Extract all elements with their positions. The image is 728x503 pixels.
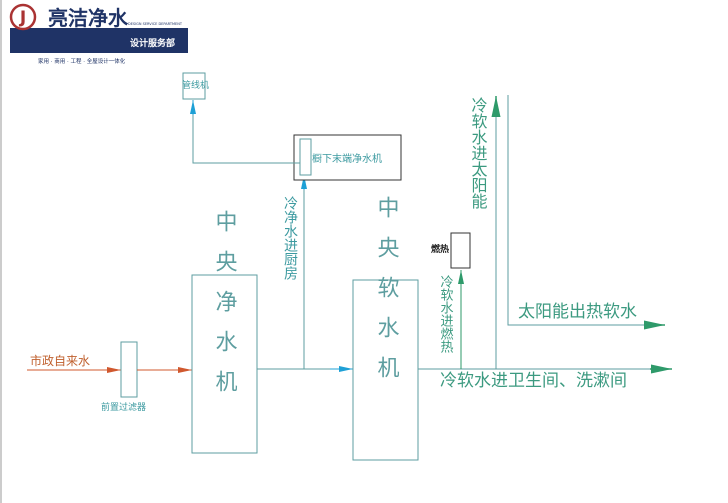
logo-band	[10, 28, 188, 53]
central-softener-box	[352, 279, 419, 461]
pre-filter-box	[120, 341, 138, 398]
pipeline-machine-pipe	[192, 100, 300, 164]
logo-brand: 亮洁净水	[48, 6, 129, 30]
logo-emblem-icon	[9, 3, 37, 31]
under-sink-purifier-label: 橱下末端净水机	[312, 152, 382, 165]
to-kitchen-label: 冷净水进厨房	[282, 196, 298, 280]
central-purifier-box	[191, 274, 258, 454]
pipeline-machine-box	[182, 72, 206, 100]
pipeline-machine-label: 管线机	[182, 79, 209, 91]
central-purifier-label: 中央净水机	[212, 210, 238, 410]
to-bathroom-label: 冷软水进卫生间、洗漱间	[440, 371, 627, 391]
under-sink-purifier-box	[293, 134, 402, 181]
solar-out-pipe	[507, 95, 665, 326]
central-softener-label: 中央软水机	[374, 196, 400, 396]
to-gas-heater-label: 冷软水进燃热	[438, 275, 454, 353]
gas-heater-box	[450, 232, 471, 269]
gas-heater-label: 燃热	[431, 243, 449, 255]
logo-department: 设计服务部	[130, 37, 175, 49]
municipal-water-label: 市政自来水	[30, 353, 90, 368]
solar-hot-out-label: 太阳能出热软水	[518, 302, 637, 322]
logo-slogan: 家用 · 商用 · 工程 · 全屋设计一体化	[38, 57, 126, 65]
logo-subtitle: DESIGN SERVICE DEPARTMENT	[128, 22, 183, 26]
logo: J 亮洁净水 DESIGN SERVICE DEPARTMENT 设计服务部 家…	[9, 3, 188, 65]
logo-letter: J	[19, 8, 26, 28]
under-sink-purifier-unit	[299, 138, 312, 176]
to-solar-label: 冷软水进太阳能	[469, 97, 488, 210]
pre-filter-label: 前置过滤器	[101, 401, 146, 413]
